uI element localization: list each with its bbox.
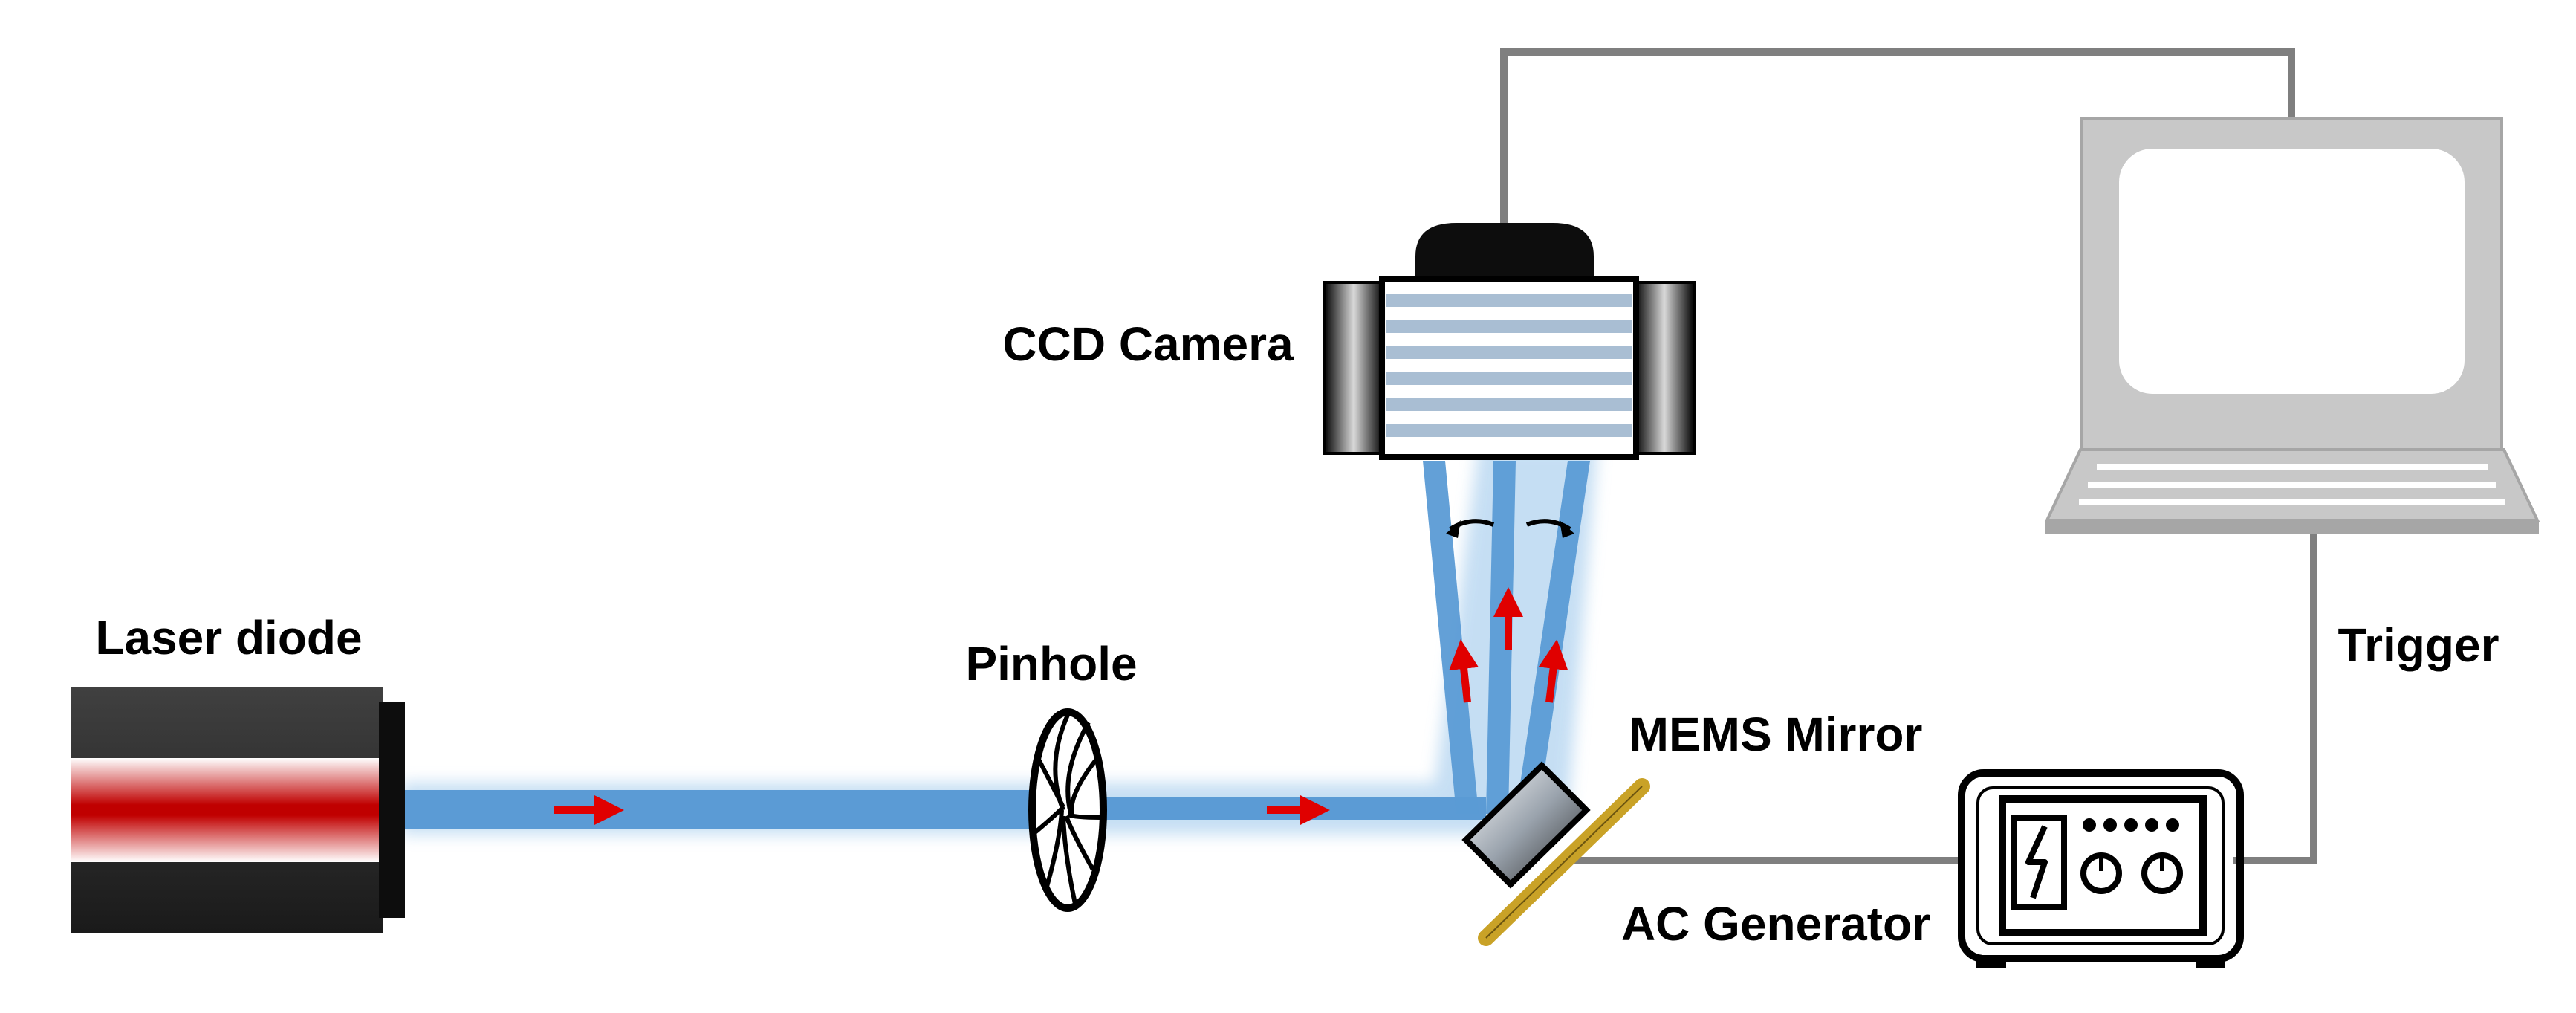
ac-generator-foot-left	[1976, 959, 2006, 968]
ac-generator-case	[1958, 769, 2244, 962]
ac-generator-dots	[2083, 818, 2179, 832]
ac-generator-foot-right	[2196, 959, 2225, 968]
camera-to-computer-wire	[1500, 48, 2295, 230]
laser-diode-cap	[379, 702, 405, 918]
ac-generator-panel	[1999, 795, 2207, 936]
beam-laser-to-pinhole	[401, 790, 1033, 829]
ccd-camera	[1323, 223, 1696, 460]
arrow-up-left	[1449, 639, 1479, 703]
lightning-icon	[2011, 815, 2067, 910]
laser-diode	[71, 687, 405, 933]
ac-generator-knob-1	[2080, 852, 2122, 894]
label-pinhole: Pinhole	[965, 637, 1137, 690]
ac-generator-knob-2	[2141, 852, 2183, 894]
beam-pinhole-to-mirror	[1033, 797, 1486, 820]
label-laser-diode: Laser diode	[95, 611, 362, 664]
ccd-camera-top	[1415, 223, 1594, 279]
ccd-camera-stripes	[1386, 294, 1632, 437]
label-trigger: Trigger	[2338, 618, 2499, 672]
computer-screen	[2119, 149, 2465, 394]
label-ccd-camera: CCD Camera	[1002, 317, 1294, 371]
label-ac-generator: AC Generator	[1621, 897, 1930, 951]
computer-icon	[2044, 117, 2540, 534]
direction-arrows	[554, 587, 1568, 825]
label-mems-mirror: MEMS Mirror	[1629, 708, 1923, 761]
beam-reflected-center	[1486, 461, 1516, 814]
mems-mirror	[1461, 761, 1650, 946]
laser-diode-core	[71, 758, 383, 862]
trigger-wire	[2233, 531, 2317, 864]
beam-reflected-left	[1423, 461, 1479, 814]
pinhole-iris-icon	[1028, 708, 1107, 912]
keyboard-keys	[2079, 464, 2505, 505]
arrow-up-right	[1538, 639, 1568, 703]
ccd-camera-right-end	[1633, 281, 1696, 455]
mems-mirror-glass	[1461, 761, 1591, 889]
ac-generator	[1958, 769, 2244, 968]
connection-wires	[1500, 48, 2317, 864]
ccd-camera-left-end	[1323, 281, 1385, 455]
beam-reflected-right	[1516, 461, 1590, 814]
oscillation-arrows	[1446, 519, 1574, 538]
